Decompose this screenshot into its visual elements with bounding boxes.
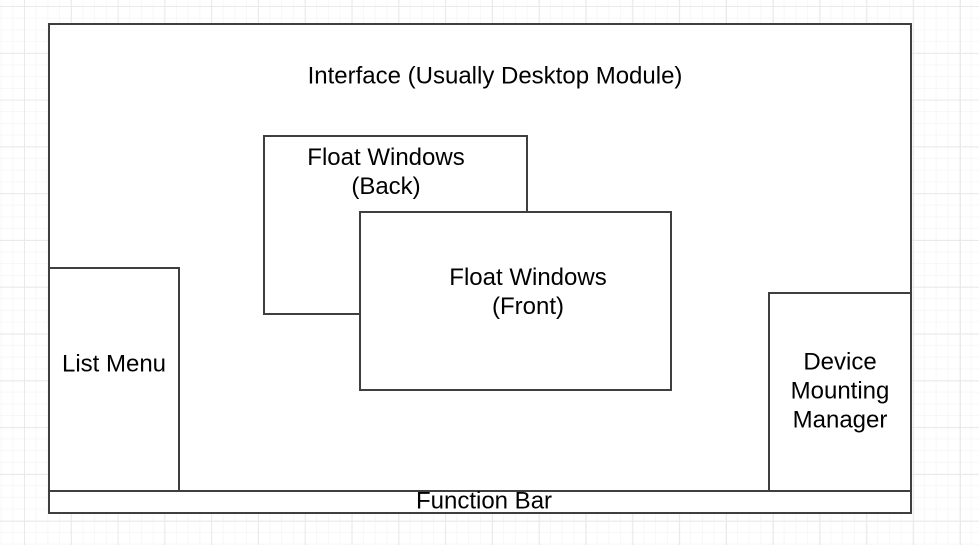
device-mounting-manager-box[interactable] [768, 292, 912, 492]
float-windows-front-box[interactable] [359, 211, 672, 391]
list-menu-box[interactable] [48, 267, 180, 492]
function-bar-box[interactable] [48, 490, 912, 514]
